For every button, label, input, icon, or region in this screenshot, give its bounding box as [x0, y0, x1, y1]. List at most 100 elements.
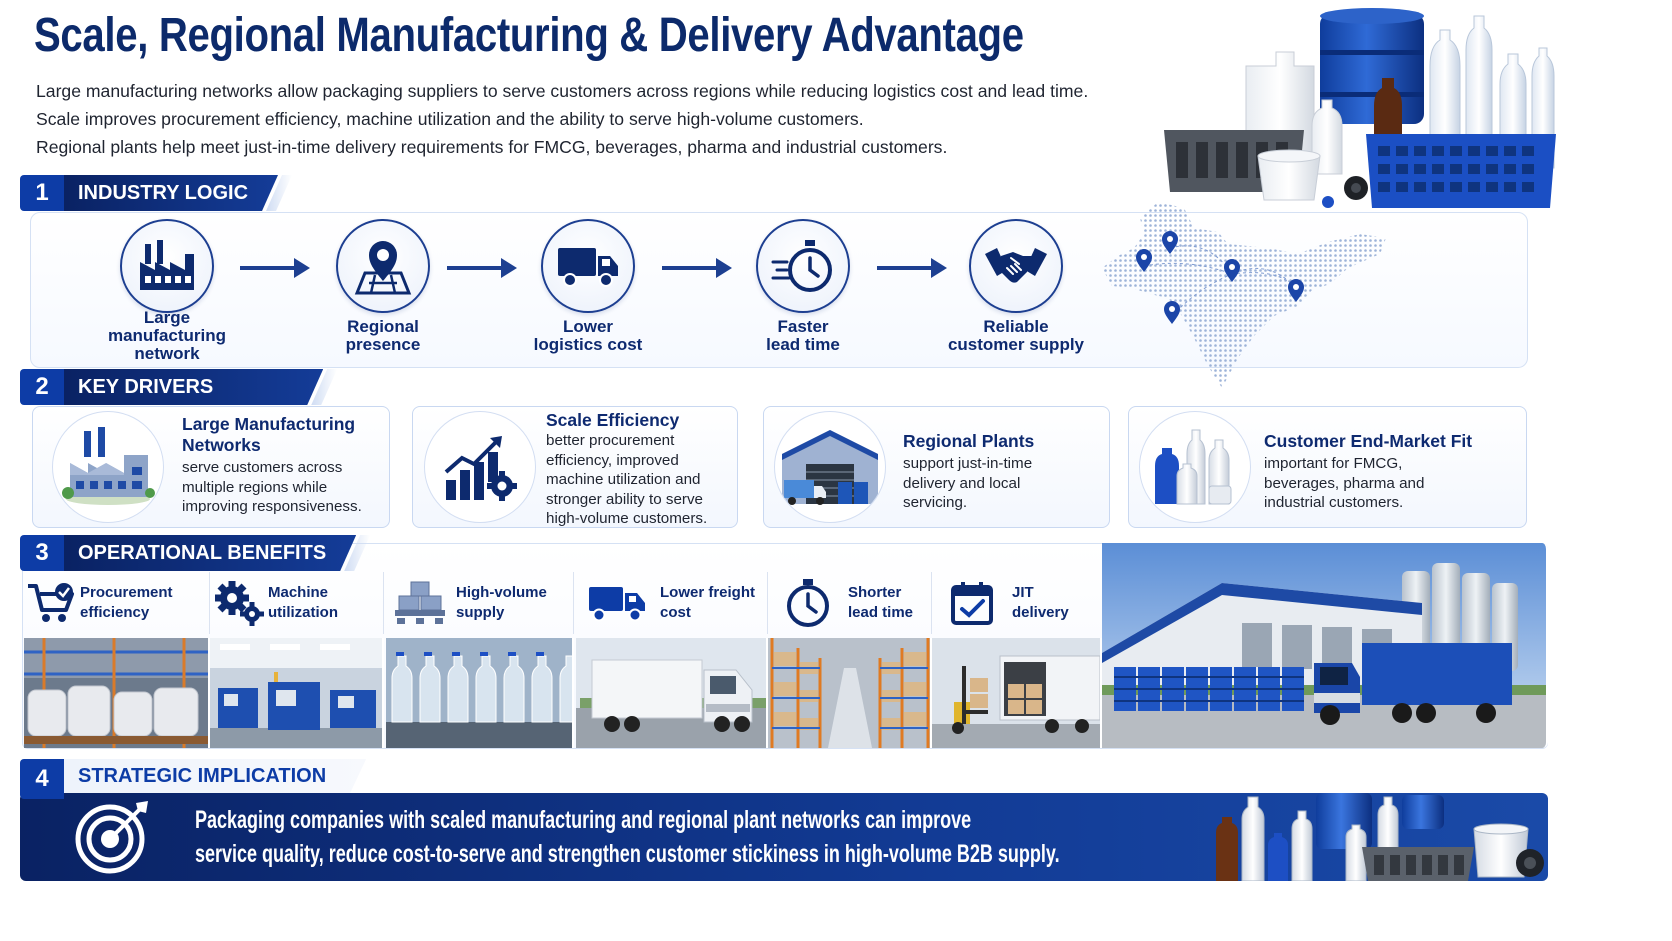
driver-desc-line: machine utilization and	[546, 471, 701, 488]
step-label-line: Reliable	[983, 317, 1049, 336]
intro-line: Scale improves procurement efficiency, m…	[36, 109, 864, 129]
step-circle-logistics	[541, 219, 635, 313]
calendar-check-icon	[951, 582, 993, 625]
regional-map-graphic	[1102, 202, 1386, 388]
step-label-line: lead time	[766, 335, 840, 354]
flow-arrow	[447, 258, 517, 278]
photo-warehouse-bags	[24, 638, 210, 748]
flow-arrow	[877, 258, 947, 278]
photo-forklift-loading	[932, 638, 1102, 748]
driver-card-title: Large Manufacturing Networks	[182, 414, 355, 456]
photo-truck-road	[576, 638, 768, 748]
driver-card-icon	[1139, 411, 1251, 523]
driver-desc-line: support just-in-time	[903, 455, 1033, 472]
benefit-label: High-volume supply	[456, 583, 547, 623]
benefit-label-line: delivery	[1012, 604, 1069, 621]
benefit-label-line: utilization	[268, 604, 338, 621]
page-title: Scale, Regional Manufacturing & Delivery…	[34, 9, 1024, 62]
stopwatch-icon	[771, 240, 832, 292]
driver-desc-line: better procurement	[546, 432, 675, 449]
section-header-industry-logic: 1 INDUSTRY LOGIC	[20, 175, 292, 211]
map-pin-icon	[1164, 301, 1180, 324]
step-label: Reliable customer supply	[926, 318, 1106, 354]
factory-icon	[140, 240, 194, 290]
step-label: Large manufacturing network	[77, 309, 257, 363]
step-label-line: Faster	[777, 317, 829, 336]
driver-desc-line: industrial customers.	[1264, 494, 1404, 511]
flow-arrow	[662, 258, 732, 278]
strategic-implication-text: Packaging companies with scaled manufact…	[195, 803, 1060, 871]
benefit-label-line: lead time	[848, 604, 914, 621]
map-pin-icon	[1162, 231, 1178, 254]
driver-desc-line: stronger ability to serve	[546, 490, 704, 508]
benefit-label: Shorter lead time	[848, 583, 913, 623]
cart-check-icon	[28, 583, 74, 622]
handshake-icon	[985, 248, 1047, 283]
driver-desc-line: important for FMCG,	[1264, 455, 1403, 472]
benefit-label-line: Lower freight	[660, 584, 756, 601]
truck-icon	[558, 248, 618, 287]
step-label-line: logistics cost	[533, 335, 643, 354]
step-label: Faster lead time	[713, 318, 893, 354]
step-label-line: Regional	[347, 317, 419, 336]
driver-desc-line: beverages, pharma and	[1264, 474, 1425, 492]
map-pin-icon	[1288, 279, 1304, 302]
warehouse-truck-icon	[782, 430, 878, 505]
strategic-implication-banner: Packaging companies with scaled manufact…	[20, 793, 1548, 881]
driver-title-line: Networks	[182, 435, 261, 455]
step-label-line: Large	[143, 308, 191, 327]
benefit-label-line: JIT	[1012, 584, 1034, 601]
photo-warehouse-racks	[768, 638, 932, 748]
benefit-item: Procurement efficiency	[22, 572, 210, 634]
benefit-item: Machine utilization	[210, 572, 384, 634]
benefit-item: High-volume supply	[384, 572, 574, 634]
intro-line: Large manufacturing networks allow packa…	[36, 81, 1089, 101]
benefit-label-line: cost	[660, 604, 691, 621]
step-circle-lead-time	[756, 219, 850, 313]
driver-title-line: Large Manufacturing	[182, 414, 356, 434]
benefit-item: Shorter lead time	[768, 572, 932, 634]
intro-text: Large manufacturing networks allow packa…	[36, 77, 1088, 161]
banner-products-image	[1216, 793, 1544, 881]
driver-desc-line: servicing.	[903, 494, 968, 511]
step-label-line: Lower	[562, 317, 614, 336]
pallet-boxes-icon	[395, 581, 445, 624]
driver-desc-line: efficiency, improved	[546, 451, 679, 469]
truck-icon	[589, 587, 645, 622]
step-label-line: network	[134, 344, 200, 363]
benefit-label: JIT delivery	[1012, 583, 1069, 623]
step-circle-regional	[336, 219, 430, 313]
gears-icon	[215, 581, 264, 626]
driver-desc-line: improving responsiveness.	[182, 498, 362, 515]
section-title: STRATEGIC IMPLICATION	[64, 759, 366, 793]
driver-card-desc: important for FMCG, beverages, pharma an…	[1264, 454, 1424, 513]
strategic-line: service quality, reduce cost-to-serve an…	[195, 840, 1060, 868]
factory-illustration-icon	[62, 427, 155, 505]
step-label-line: presence	[345, 335, 421, 354]
driver-desc-line: serve customers across	[182, 459, 343, 476]
driver-desc-line: high-volume customers.	[546, 510, 708, 527]
map-pin-icon	[1136, 249, 1152, 272]
step-label: Regional presence	[293, 318, 473, 354]
step-label: Lower logistics cost	[498, 318, 678, 354]
benefit-label: Lower freight cost	[660, 583, 755, 623]
strategic-line: Packaging companies with scaled manufact…	[195, 806, 972, 834]
intro-line: Regional plants help meet just-in-time d…	[36, 137, 948, 157]
section-number: 2	[20, 369, 64, 405]
section-header-strategic-implication: 4 STRATEGIC IMPLICATION	[20, 759, 366, 799]
section-header-key-drivers: 2 KEY DRIVERS	[20, 369, 337, 405]
benefit-label-line: efficiency	[80, 604, 150, 621]
flow-arrow	[240, 258, 310, 278]
benefit-label: Machine utilization	[268, 583, 338, 623]
stopwatch-icon	[787, 579, 829, 627]
step-label-line: manufacturing	[107, 326, 227, 345]
section-number: 1	[20, 175, 64, 211]
photo-regional-plant	[1102, 543, 1548, 748]
benefit-label: Procurement efficiency	[80, 583, 173, 623]
driver-card-desc: serve customers across multiple regions …	[182, 458, 362, 517]
benefit-label-line: High-volume	[456, 584, 547, 601]
photo-machines	[210, 638, 384, 748]
driver-card-title: Regional Plants	[903, 431, 1035, 451]
driver-card-icon	[774, 411, 886, 523]
driver-card-desc: better procurement efficiency, improved …	[546, 431, 707, 529]
